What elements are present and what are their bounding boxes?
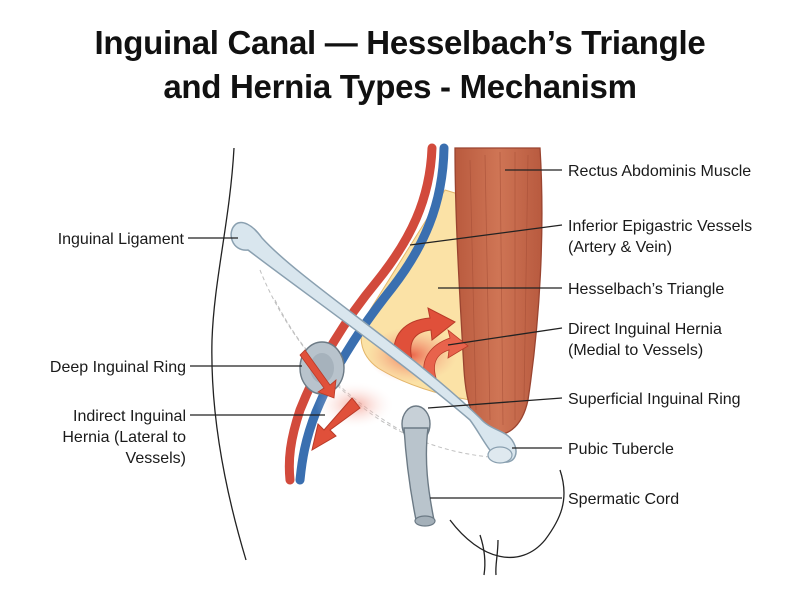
leader-direct-hernia xyxy=(447,327,563,346)
pubic-tubercle xyxy=(487,446,513,464)
label-deep-inguinal-ring: Deep Inguinal Ring xyxy=(50,359,186,376)
spermatic-cord xyxy=(403,427,435,521)
direct-hernia-arrow xyxy=(393,307,456,361)
direct-hernia-arrow-2 xyxy=(423,328,469,379)
label-rectus-abdominis: Rectus Abdominis Muscle xyxy=(568,163,751,180)
leader-epigastric xyxy=(409,224,563,246)
rectus-abdominis-muscle xyxy=(454,147,543,436)
label-hesselbach-triangle: Hesselbach’s Triangle xyxy=(568,281,724,298)
label-direct-hernia-1: Direct Inguinal Hernia xyxy=(568,321,722,338)
label-inferior-epigastric-2: (Artery & Vein) xyxy=(568,239,672,256)
label-direct-hernia-2: (Medial to Vessels) xyxy=(568,342,703,359)
body-outline-left xyxy=(211,147,247,561)
indirect-hernia-arrow-through-ring xyxy=(299,349,337,399)
indirect-hernia-arrow xyxy=(311,397,361,452)
body-outline-groin xyxy=(449,469,565,559)
diagram-title-line-2: and Hernia Types - Mechanism xyxy=(163,68,637,105)
spermatic-cord-end xyxy=(414,515,436,527)
label-inguinal-ligament: Inguinal Ligament xyxy=(58,231,185,248)
leader-superficial-ring xyxy=(427,397,563,409)
label-indirect-hernia-3: Vessels) xyxy=(126,450,186,467)
label-indirect-hernia-2: Hernia (Lateral to xyxy=(62,429,186,446)
diagram-title-line-1: Inguinal Canal — Hesselbach’s Triangle xyxy=(94,24,706,61)
label-superficial-ring: Superficial Inguinal Ring xyxy=(568,391,741,408)
label-inferior-epigastric-1: Inferior Epigastric Vessels xyxy=(568,218,752,235)
body-outline-scrotum xyxy=(479,534,499,576)
inguinal-ligament xyxy=(230,221,517,463)
label-pubic-tubercle: Pubic Tubercle xyxy=(568,441,674,458)
label-spermatic-cord: Spermatic Cord xyxy=(568,491,679,508)
label-indirect-hernia-1: Indirect Inguinal xyxy=(73,408,186,425)
